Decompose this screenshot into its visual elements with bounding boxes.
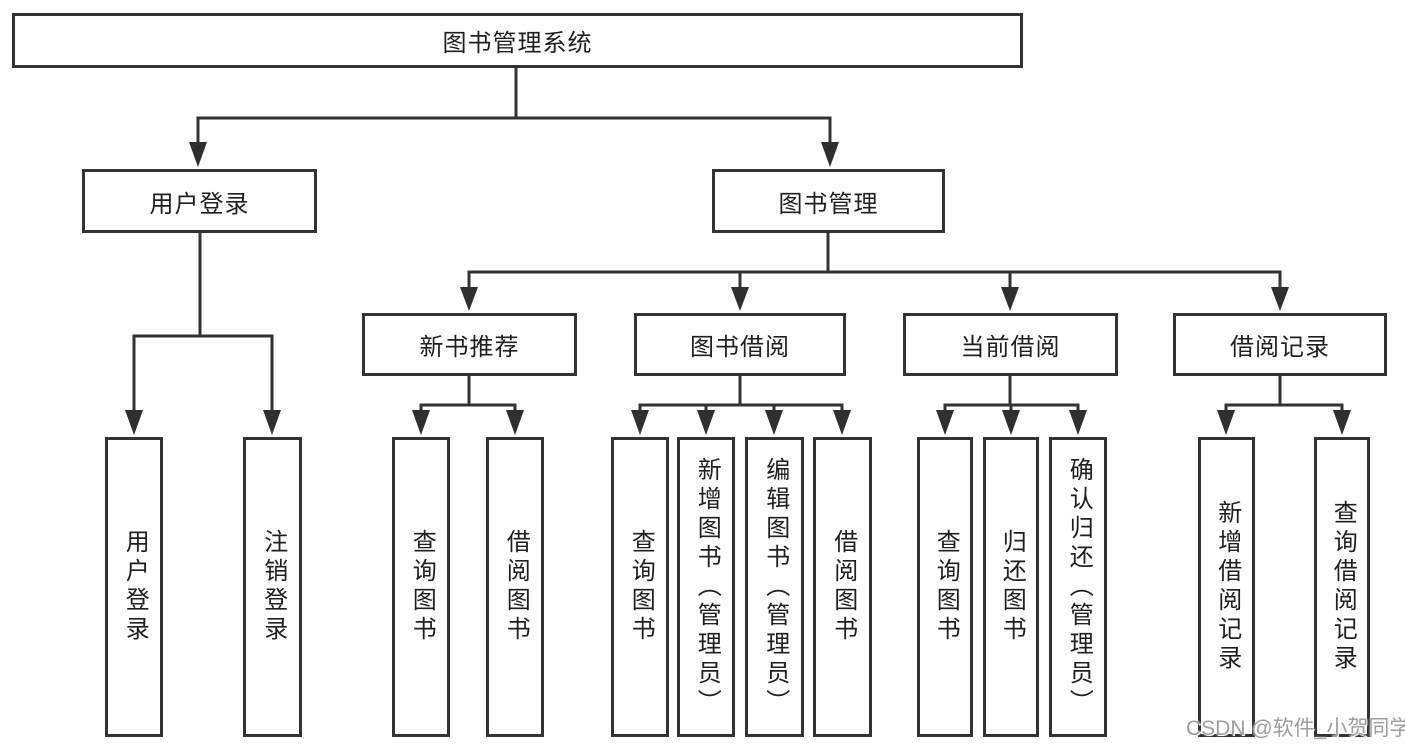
leaf-borrow-query-books-label: 查询图书 — [627, 529, 655, 645]
node-book-borrowing-label: 图书借阅 — [690, 334, 790, 361]
connector-new-book-rec-to-leaves — [412, 374, 524, 435]
leaf-rec-borrow-books-label: 借阅图书 — [502, 529, 530, 645]
leaf-borrow-query-books: 查询图书 — [611, 437, 669, 737]
node-user-login: 用户登录 — [82, 169, 317, 233]
connector-current-borrow-to-leaves — [936, 374, 1087, 435]
leaf-logout: 注销登录 — [243, 437, 302, 737]
leaf-query-borrow-record-label: 查询借阅记录 — [1329, 500, 1357, 674]
leaf-borrow-borrow-books-label: 借阅图书 — [829, 529, 857, 645]
leaf-current-query-books-label: 查询图书 — [932, 529, 960, 645]
leaf-rec-borrow-books: 借阅图书 — [486, 437, 544, 737]
connector-book-mgmt-to-level2 — [460, 231, 1289, 311]
node-current-borrowing-label: 当前借阅 — [960, 334, 1061, 361]
node-book-management-label: 图书管理 — [778, 190, 879, 218]
node-borrowing-records-label: 借阅记录 — [1230, 334, 1330, 361]
leaf-return-books: 归还图书 — [983, 437, 1039, 737]
leaf-confirm-return-admin: 确认归还（管理员） — [1049, 437, 1107, 737]
node-book-management: 图书管理 — [712, 169, 945, 233]
leaf-edit-books-admin-label: 编辑图书（管理员） — [761, 456, 789, 718]
connector-borrow-record-to-leaves — [1217, 374, 1351, 435]
leaf-rec-query-books-label: 查询图书 — [408, 529, 436, 645]
leaf-add-books-admin-label: 新增图书（管理员） — [693, 456, 721, 718]
leaf-add-borrow-record: 新增借阅记录 — [1198, 437, 1255, 737]
leaf-current-query-books: 查询图书 — [917, 437, 973, 737]
leaf-rec-query-books: 查询图书 — [392, 437, 450, 737]
leaf-edit-books-admin: 编辑图书（管理员） — [745, 437, 804, 737]
leaf-return-books-label: 归还图书 — [998, 529, 1026, 645]
leaf-confirm-return-admin-label: 确认归还（管理员） — [1065, 456, 1093, 718]
connector-root-to-level1 — [189, 66, 839, 167]
node-new-book-recommendation-label: 新书推荐 — [419, 334, 520, 361]
node-book-borrowing: 图书借阅 — [634, 313, 846, 376]
node-new-book-recommendation: 新书推荐 — [362, 313, 577, 376]
leaf-logout-label: 注销登录 — [259, 529, 287, 645]
leaf-user-login-label: 用户登录 — [121, 529, 149, 645]
leaf-borrow-borrow-books: 借阅图书 — [813, 437, 872, 737]
leaf-add-books-admin: 新增图书（管理员） — [677, 437, 735, 737]
node-library-system-label: 图书管理系统 — [442, 30, 593, 57]
connector-book-borrow-to-leaves — [631, 374, 851, 435]
node-library-system: 图书管理系统 — [12, 13, 1023, 68]
node-current-borrowing: 当前借阅 — [903, 313, 1118, 376]
node-borrowing-records: 借阅记录 — [1173, 313, 1387, 376]
node-user-login-label: 用户登录 — [149, 190, 250, 218]
leaf-add-borrow-record-label: 新增借阅记录 — [1213, 500, 1241, 674]
connector-user-login-to-leaves — [125, 231, 281, 435]
leaf-query-borrow-record: 查询借阅记录 — [1314, 437, 1370, 737]
csdn-watermark: CSDN @软件_小贺同学 — [1186, 717, 1405, 740]
leaf-user-login: 用户登录 — [105, 437, 163, 737]
